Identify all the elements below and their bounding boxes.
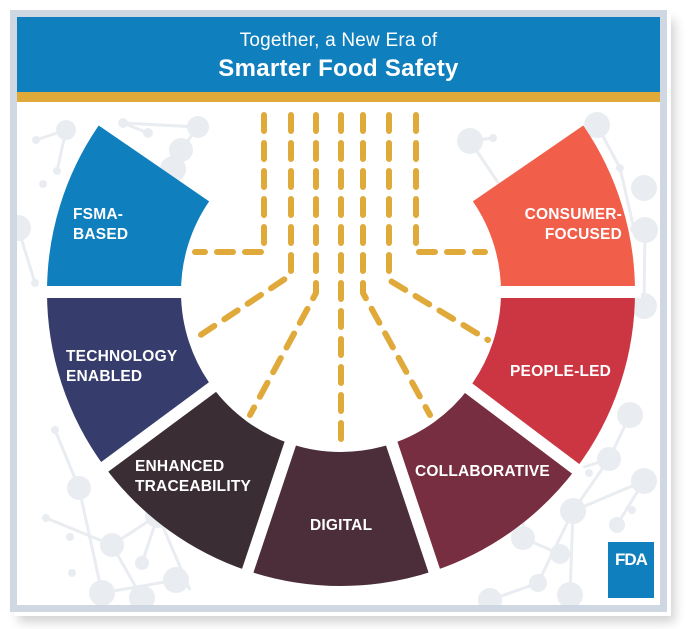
segment-label-fsma-based: FSMA- BASED: [73, 205, 128, 245]
segment-fsma-based: [47, 125, 210, 293]
header-title: Smarter Food Safety: [218, 55, 459, 82]
segment-label-line: CONSUMER-: [524, 206, 622, 223]
segment-label-digital: DIGITAL: [310, 516, 372, 536]
segment-label-line: PEOPLE-LED: [510, 363, 612, 380]
header-banner: Together, a New Era of Smarter Food Safe…: [17, 17, 660, 92]
segment-label-people-led: PEOPLE-LED: [510, 362, 611, 382]
segment-technology-enabled: [47, 292, 213, 467]
segment-label-line: FSMA-: [73, 206, 124, 223]
dashed-connectors: [190, 112, 491, 453]
segment-digital: [247, 443, 435, 586]
dashed-connector: [360, 112, 433, 418]
segment-label-line: COLLABORATIVE: [415, 463, 550, 480]
segment-label-line: FOCUSED: [544, 226, 622, 243]
dashed-connector: [190, 112, 294, 343]
dashed-connector: [386, 112, 491, 343]
segment-label-enhanced-traceability: ENHANCED TRACEABILITY: [135, 457, 251, 497]
header-subtitle: Together, a New Era of: [239, 30, 438, 51]
segment-label-line: TECHNOLOGY: [66, 348, 178, 365]
segment-label-collaborative: COLLABORATIVE: [415, 462, 550, 482]
segment-label-line: ENABLED: [66, 368, 143, 385]
segment-label-line: DIGITAL: [310, 517, 373, 534]
segment-label-technology-enabled: TECHNOLOGY ENABLED: [66, 347, 177, 387]
dashed-connector: [192, 112, 267, 255]
segment-label-line: ENHANCED: [135, 458, 225, 475]
fda-logo-text: FDA: [615, 550, 648, 569]
segment-people-led: [468, 292, 635, 469]
fda-logo: FDA: [608, 542, 654, 598]
ring-gaps: [41, 286, 641, 579]
dashed-connector: [413, 112, 488, 255]
dashed-connector: [247, 112, 319, 418]
ring-diagram: [17, 112, 658, 605]
gold-divider: [17, 92, 660, 102]
segment-consumer-focused: [472, 125, 635, 293]
segment-collaborative: [391, 388, 576, 571]
segment-label-line: BASED: [73, 226, 129, 243]
infographic-panel: Together, a New Era of Smarter Food Safe…: [17, 17, 660, 605]
segment-label-consumer-focused: CONSUMER- FOCUSED: [525, 205, 622, 245]
segment-label-line: TRACEABILITY: [135, 478, 252, 495]
